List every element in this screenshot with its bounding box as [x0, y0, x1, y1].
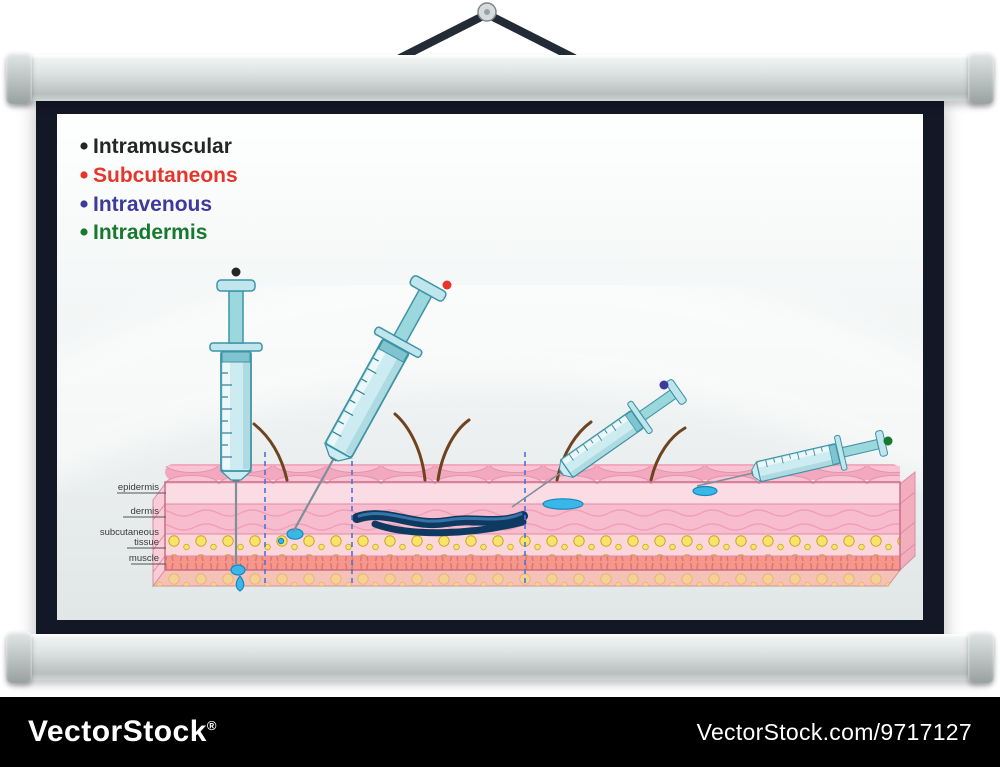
medication-droplet	[277, 537, 285, 545]
watermark-footer: VectorStock® VectorStock.com/9717127	[0, 697, 1000, 767]
skin-front-outline	[164, 481, 901, 571]
watermark-url: VectorStock.com/9717127	[696, 718, 972, 745]
bottom-roller-bar	[6, 631, 994, 683]
skin-layer-labels: epidermis dermis subcutaneous tissue mus…	[100, 482, 166, 565]
medication-droplets	[230, 485, 718, 592]
skin-layer-label: epidermis	[118, 482, 159, 493]
skin-right-face	[899, 470, 916, 572]
dermis-texture	[165, 504, 900, 534]
skin-underside-fat	[153, 570, 900, 586]
medication-drip	[235, 575, 245, 592]
legend-bullet-icon	[80, 142, 88, 150]
skin-layer-label: dermis	[130, 506, 159, 517]
legend-bullet-icon	[80, 228, 88, 236]
top-bar-right-cap	[968, 52, 994, 104]
skin-layer-label: subcutaneous	[100, 527, 159, 538]
divider-dashed-lines	[264, 452, 526, 584]
screen-highlight-arc	[57, 264, 923, 483]
legend-bullet-icon	[80, 171, 88, 179]
bottom-bar-left-cap	[6, 631, 32, 683]
hair	[436, 418, 471, 482]
hair	[393, 412, 427, 482]
hanger-pin-center	[484, 9, 490, 15]
registered-mark: ®	[206, 718, 218, 733]
vectorstock-logo: VectorStock®	[28, 715, 217, 749]
skin-right-face-layers	[899, 491, 916, 557]
skin-layer-label: tissue	[134, 537, 159, 548]
syringe-marker-dot	[883, 436, 893, 446]
brand-text: VectorStock	[28, 715, 207, 748]
syringe-marker-dot	[442, 280, 452, 290]
injection-diagram: Intramuscular Subcutaneons Intravenous I…	[57, 114, 923, 620]
chart-frame: Intramuscular Subcutaneons Intravenous I…	[36, 93, 944, 641]
hairs	[252, 412, 687, 482]
skin-block	[152, 464, 916, 588]
medication-droplet	[230, 564, 246, 576]
medication-droplet	[692, 485, 718, 497]
legend-bullet-icon	[80, 200, 88, 208]
skin-layer-label: muscle	[129, 553, 159, 564]
hair	[649, 426, 687, 482]
hanger	[396, 2, 578, 62]
hanger-cord	[396, 10, 578, 62]
hair	[252, 422, 289, 482]
legend-item-subcutaneous: Subcutaneons	[93, 164, 238, 187]
epidermis-layer	[165, 484, 900, 504]
subcutaneous-fat-cells	[165, 534, 900, 556]
legend-item-intravenous: Intravenous	[93, 193, 212, 216]
muscle-texture	[165, 556, 900, 570]
syringe-marker-dot	[659, 380, 669, 390]
vein	[352, 510, 528, 537]
top-roller-bar	[6, 52, 994, 104]
syringe-marker-dot	[231, 267, 241, 277]
chart-screen: Intramuscular Subcutaneons Intravenous I…	[57, 114, 923, 620]
legend: Intramuscular Subcutaneons Intravenous I…	[80, 135, 238, 244]
top-bar-left-cap	[6, 52, 32, 104]
medication-droplet	[542, 498, 584, 510]
hair	[555, 420, 593, 482]
legend-item-intradermis: Intradermis	[93, 221, 207, 244]
bottom-bar-right-cap	[968, 631, 994, 683]
legend-item-intramuscular: Intramuscular	[93, 135, 232, 158]
